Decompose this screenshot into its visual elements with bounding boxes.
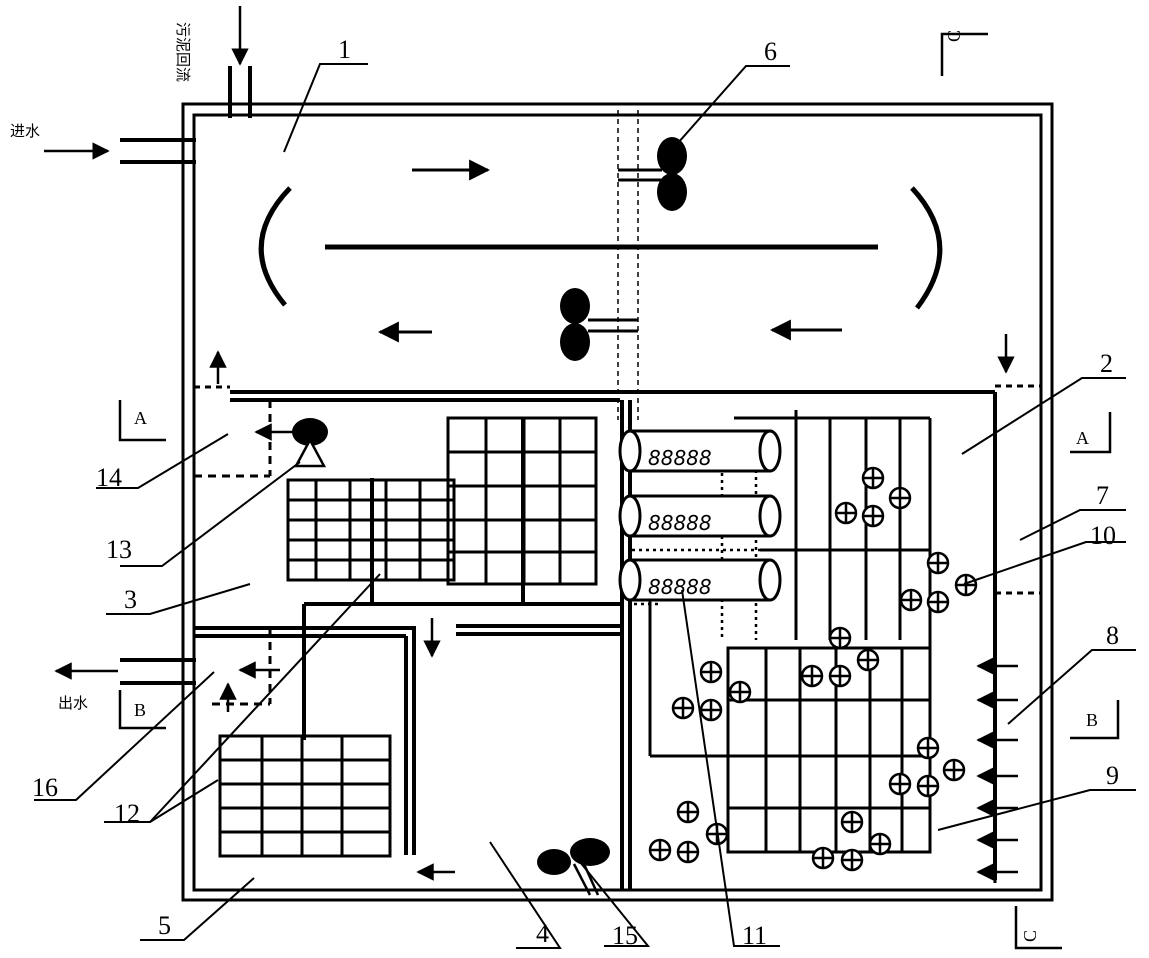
surface-aerator-top (618, 137, 687, 211)
cylinder-module-3: 88888 (618, 558, 782, 602)
callout-15: 15 (612, 921, 638, 950)
section-b-left: B (134, 700, 146, 720)
oxidation-ditch-zone (258, 110, 943, 420)
callout-2: 2 (1100, 349, 1113, 378)
callout-8: 8 (1106, 621, 1119, 650)
section-markers (118, 32, 1120, 950)
callout-6: 6 (764, 37, 777, 66)
media-grid-upper-left (286, 478, 456, 582)
outlet-pipe (54, 658, 196, 685)
zone8-inflow-arrows (976, 595, 1018, 890)
section-a-left: A (134, 408, 147, 428)
dosing-zone-dashed (194, 400, 272, 706)
biofilm-media-frame (648, 410, 932, 854)
inlet-label: 进水 (10, 122, 40, 140)
callout-11: 11 (742, 921, 767, 950)
section-b-right: B (1086, 710, 1098, 730)
cylinder-module-1: 88888 (618, 429, 782, 473)
callout-9: 9 (1106, 761, 1119, 790)
sludge-return-label: 污泥回流 (174, 22, 192, 82)
flow-arrows (209, 334, 1015, 881)
media-grid-upper-right (446, 416, 598, 586)
callout-16: 16 (32, 773, 58, 802)
callout-numbers: 1 2 3 4 5 6 7 8 9 10 11 12 13 14 15 16 (32, 35, 1119, 950)
section-c-bottom: C (1020, 930, 1040, 942)
svg-text:88888: 88888 (648, 446, 712, 470)
cylinder-module-2: 88888 (618, 494, 782, 538)
media-grid-lower-left (218, 734, 392, 858)
callout-14: 14 (96, 463, 122, 492)
callout-13: 13 (106, 535, 132, 564)
inlet-pipe (44, 138, 196, 164)
dosing-pump (292, 418, 328, 468)
callout-7: 7 (1096, 481, 1109, 510)
callout-10: 10 (1090, 521, 1116, 550)
section-a-right: A (1076, 428, 1089, 448)
svg-text:88888: 88888 (648, 511, 712, 535)
surface-aerator-bottom (560, 288, 638, 361)
svg-text:88888: 88888 (648, 575, 712, 599)
section-c-top: C (944, 30, 964, 42)
callout-12: 12 (114, 799, 140, 828)
leader-lines (34, 63, 1136, 949)
outlet-label: 出水 (58, 694, 88, 712)
submersible-pump (537, 838, 610, 896)
callout-4: 4 (536, 919, 549, 948)
callout-5: 5 (158, 911, 171, 940)
internal-partitions (194, 384, 1041, 890)
sludge-return-pipe (228, 6, 252, 118)
callout-1: 1 (338, 35, 351, 64)
callout-3: 3 (124, 585, 137, 614)
